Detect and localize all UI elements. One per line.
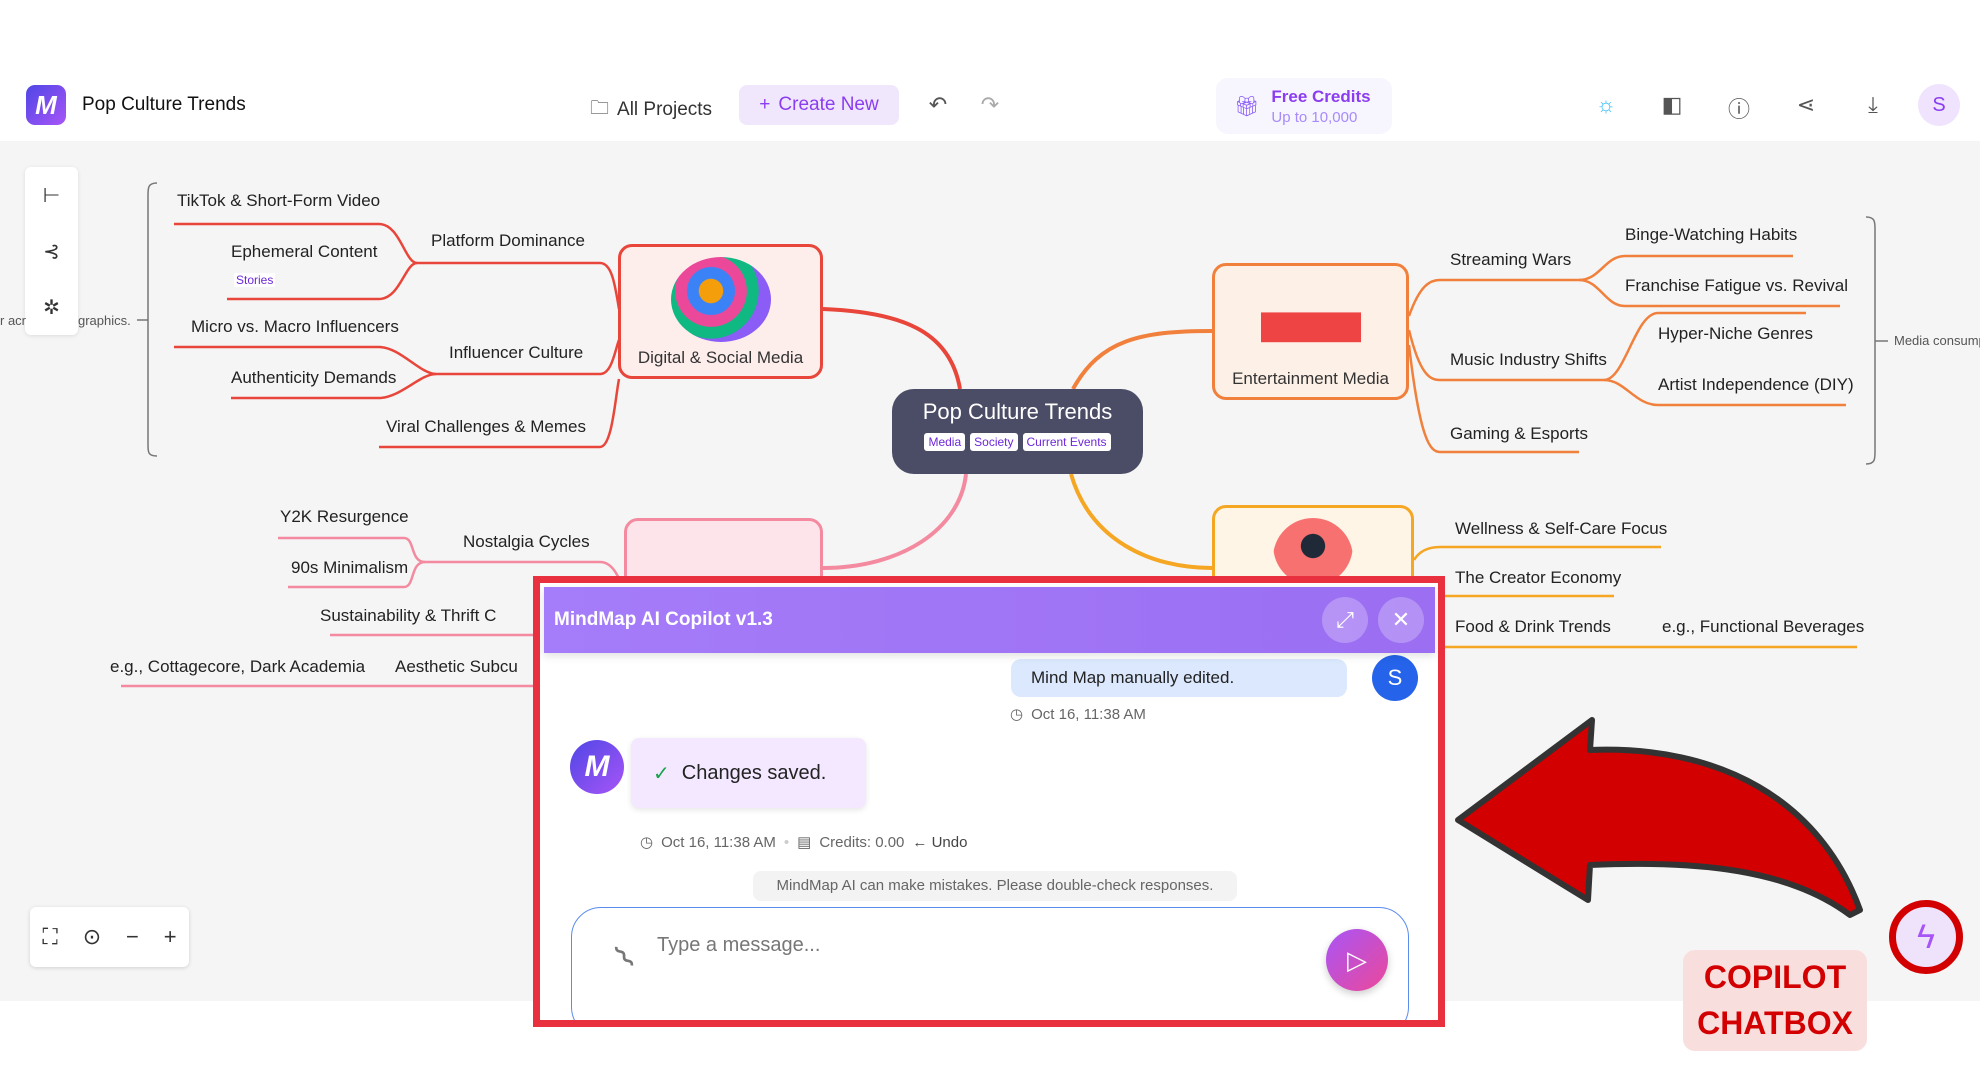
theme-sun-icon[interactable]: ☼ — [1595, 92, 1617, 117]
layout-right-icon[interactable]: ⊢ — [42, 184, 61, 207]
tag-stories[interactable]: Stories — [234, 273, 276, 287]
layout-tree-icon[interactable]: ⊰ — [43, 240, 60, 263]
bot-message-meta: ◷Oct 16, 11:38 AM • ▤Credits: 0.00 ← Und… — [640, 833, 968, 852]
all-projects-button[interactable]: 🗀All Projects — [590, 94, 712, 126]
fit-screen-icon[interactable]: ⛶ — [42, 924, 58, 949]
check-icon: ✓ — [653, 762, 670, 785]
annotation-label: COPILOT CHATBOX — [1683, 950, 1867, 1051]
gift-icon: 🎁︎ — [1234, 95, 1260, 118]
entertainment-illustration — [1260, 278, 1361, 363]
zoom-out-icon[interactable]: − — [125, 924, 139, 949]
send-button[interactable]: ▷ — [1326, 929, 1388, 991]
zoom-controls: ⛶ ⊙ − + — [30, 907, 189, 967]
close-icon[interactable]: ✕ — [1378, 597, 1424, 643]
locate-icon[interactable]: ⊙ — [82, 924, 102, 949]
bot-avatar: M — [570, 740, 624, 794]
summary-text-right: graphics. — [78, 313, 131, 328]
bot-message-bubble: ✓Changes saved. — [631, 738, 866, 808]
undo-icon[interactable]: ↶ — [928, 92, 948, 117]
digital-branch-lines — [174, 222, 962, 449]
tag-current-events[interactable]: Current Events — [1022, 433, 1111, 451]
node-platform-dominance[interactable]: Platform Dominance — [431, 231, 586, 250]
summary-text-media: Media consump — [1894, 333, 1980, 348]
node-tiktok[interactable]: TikTok & Short-Form Video — [177, 191, 381, 210]
zoom-in-icon[interactable]: + — [163, 924, 177, 949]
node-digital-social-media[interactable]: Digital & Social Media — [618, 244, 823, 379]
node-gaming-esports[interactable]: Gaming & Esports — [1450, 424, 1588, 443]
project-title[interactable]: Pop Culture Trends — [82, 94, 246, 115]
undo-button[interactable]: ← Undo — [912, 833, 968, 851]
folder-icon: 🗀 — [590, 98, 610, 119]
copilot-chat-panel: MindMap AI Copilot v1.3 ⤢ ✕ Mind Map man… — [533, 576, 1445, 1027]
chat-header: MindMap AI Copilot v1.3 ⤢ ✕ — [544, 587, 1435, 653]
node-nostalgia-cycles[interactable]: Nostalgia Cycles — [463, 532, 590, 551]
help-icon[interactable]: ⓘ — [1727, 97, 1750, 122]
user-message-meta: ◷Oct 16, 11:38 AM — [1010, 705, 1146, 724]
node-aesthetic-subcultures[interactable]: Aesthetic Subcu — [395, 657, 518, 676]
node-streaming-wars[interactable]: Streaming Wars — [1450, 250, 1572, 269]
node-ephemeral[interactable]: Ephemeral Content — [231, 242, 378, 261]
node-influencer-culture[interactable]: Influencer Culture — [449, 343, 584, 362]
node-music-industry[interactable]: Music Industry Shifts — [1450, 350, 1607, 369]
share-icon[interactable]: ⋖ — [1796, 92, 1816, 117]
attach-icon[interactable]: ⌇ — [607, 938, 643, 976]
note-functional-beverages[interactable]: e.g., Functional Beverages — [1662, 617, 1865, 636]
top-bar: M Pop Culture Trends 🗀All Projects +Crea… — [0, 0, 1980, 141]
copilot-lightning-button[interactable]: ϟ — [1889, 900, 1963, 974]
calculator-icon: ▤ — [797, 834, 812, 851]
summary-text-left: r acr — [0, 313, 26, 328]
social-branch-lines — [1069, 473, 1857, 649]
social-media-illustration — [670, 257, 771, 342]
annotation-arrow — [1455, 717, 1863, 918]
node-entertainment-media[interactable]: Entertainment Media — [1212, 263, 1409, 400]
redo-icon[interactable]: ↷ — [980, 92, 1000, 117]
user-message-bubble: Mind Map manually edited. — [1011, 659, 1347, 697]
left-toolbar: ⊢ ⊰ ✲ — [25, 167, 78, 335]
download-icon[interactable]: ⤓ — [1868, 92, 1878, 117]
node-y2k[interactable]: Y2K Resurgence — [280, 507, 409, 526]
chat-title: MindMap AI Copilot v1.3 — [554, 609, 773, 630]
layout-radial-icon[interactable]: ✲ — [43, 296, 60, 319]
summary-brackets — [137, 182, 1888, 465]
node-micro-macro[interactable]: Micro vs. Macro Influencers — [191, 317, 399, 336]
expand-icon[interactable]: ⤢ — [1322, 597, 1368, 643]
node-sustainability[interactable]: Sustainability & Thrift C — [320, 606, 497, 625]
clock-icon: ◷ — [640, 834, 654, 851]
tag-society[interactable]: Society — [970, 433, 1018, 451]
node-90s-minimalism[interactable]: 90s Minimalism — [291, 558, 409, 577]
node-binge-watching[interactable]: Binge-Watching Habits — [1625, 225, 1798, 244]
entertainment-branch-lines — [1071, 254, 1846, 454]
clock-icon: ◷ — [1010, 706, 1024, 723]
tag-media[interactable]: Media — [924, 433, 966, 451]
message-input[interactable]: ⌇ Type a message... ▷ — [571, 907, 1409, 1020]
node-franchise-fatigue[interactable]: Franchise Fatigue vs. Revival — [1625, 276, 1848, 295]
node-wellness[interactable]: Wellness & Self-Care Focus — [1455, 519, 1668, 538]
note-cottagecore[interactable]: e.g., Cottagecore, Dark Academia — [110, 657, 366, 676]
message-placeholder: Type a message... — [657, 934, 821, 956]
node-hyper-niche[interactable]: Hyper-Niche Genres — [1658, 324, 1813, 343]
disclaimer: MindMap AI can make mistakes. Please dou… — [753, 871, 1237, 901]
node-viral-challenges[interactable]: Viral Challenges & Memes — [386, 417, 586, 436]
app-logo[interactable]: M — [26, 85, 66, 125]
create-new-button[interactable]: +Create New — [739, 85, 899, 125]
lightning-icon: ϟ — [1917, 918, 1935, 956]
node-food-drink[interactable]: Food & Drink Trends — [1455, 617, 1611, 636]
user-avatar-chat: S — [1372, 655, 1418, 701]
layout-icon[interactable]: ◧ — [1661, 92, 1683, 117]
node-authenticity[interactable]: Authenticity Demands — [231, 368, 397, 387]
separator-dot: • — [783, 833, 790, 851]
plus-icon: + — [759, 94, 771, 115]
node-creator-economy[interactable]: The Creator Economy — [1455, 568, 1622, 587]
user-avatar[interactable]: S — [1918, 84, 1960, 126]
node-artist-independence[interactable]: Artist Independence (DIY) — [1658, 375, 1854, 394]
node-central-topic[interactable]: Pop Culture Trends Media Society Current… — [892, 389, 1143, 474]
